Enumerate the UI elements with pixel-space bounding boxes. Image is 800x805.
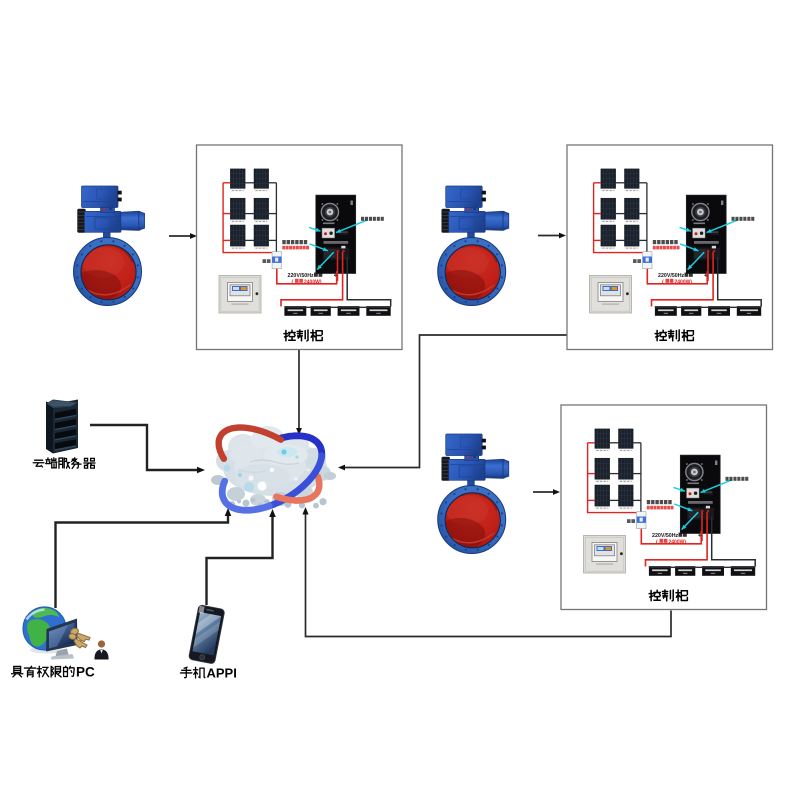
svg-text:PC: PC	[76, 665, 95, 680]
svg-text:APPI: APPI	[207, 666, 237, 681]
